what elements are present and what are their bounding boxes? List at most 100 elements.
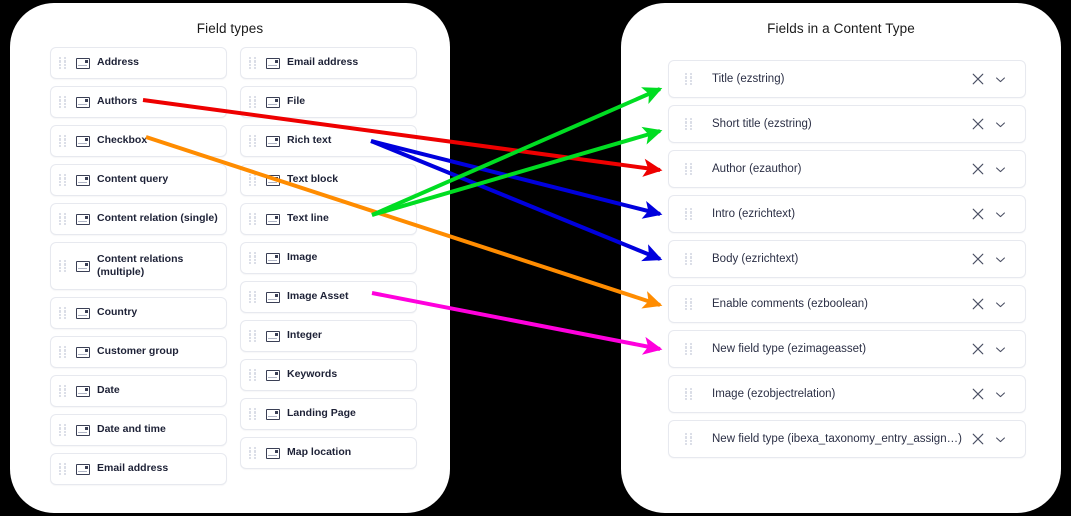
chevron-down-icon[interactable] <box>989 428 1011 450</box>
drag-handle-icon[interactable] <box>249 134 258 148</box>
drag-handle-icon[interactable] <box>685 297 694 311</box>
drag-handle-icon[interactable] <box>59 345 68 359</box>
content-type-field-row[interactable]: Body (ezrichtext) <box>668 240 1026 278</box>
close-icon[interactable] <box>967 113 989 135</box>
field-type-item[interactable]: Image <box>240 242 417 274</box>
field-icon <box>76 135 90 147</box>
drag-handle-icon[interactable] <box>249 56 258 70</box>
field-type-item[interactable]: Content query <box>50 164 227 196</box>
drag-handle-icon[interactable] <box>685 387 694 401</box>
field-type-label: Image Asset <box>287 290 349 303</box>
drag-handle-icon[interactable] <box>685 207 694 221</box>
content-type-field-row[interactable]: New field type (ibexa_taxonomy_entry_ass… <box>668 420 1026 458</box>
drag-handle-icon[interactable] <box>249 446 258 460</box>
chevron-down-icon[interactable] <box>989 248 1011 270</box>
content-type-fields-panel: Fields in a Content Type Title (ezstring… <box>621 3 1061 513</box>
field-type-item[interactable]: Content relation (single) <box>50 203 227 235</box>
drag-handle-icon[interactable] <box>249 173 258 187</box>
field-type-item[interactable]: Map location <box>240 437 417 469</box>
chevron-down-icon[interactable] <box>989 293 1011 315</box>
drag-handle-icon[interactable] <box>249 290 258 304</box>
close-icon[interactable] <box>967 158 989 180</box>
drag-handle-icon[interactable] <box>685 252 694 266</box>
chevron-down-icon[interactable] <box>989 383 1011 405</box>
field-type-label: Address <box>97 56 140 69</box>
drag-handle-icon[interactable] <box>685 117 694 131</box>
drag-handle-icon[interactable] <box>685 72 694 86</box>
close-icon[interactable] <box>967 338 989 360</box>
drag-handle-icon[interactable] <box>59 173 68 187</box>
field-type-item[interactable]: Rich text <box>240 125 417 157</box>
chevron-down-icon[interactable] <box>989 158 1011 180</box>
field-type-item[interactable]: Image Asset <box>240 281 417 313</box>
field-type-label: Keywords <box>287 368 338 381</box>
chevron-down-icon[interactable] <box>989 68 1011 90</box>
chevron-down-icon[interactable] <box>989 113 1011 135</box>
drag-handle-icon[interactable] <box>59 384 68 398</box>
field-type-item[interactable]: Date <box>50 375 227 407</box>
field-icon <box>76 307 90 319</box>
field-type-item[interactable]: File <box>240 86 417 118</box>
field-type-item[interactable]: Country <box>50 297 227 329</box>
drag-handle-icon[interactable] <box>685 432 694 446</box>
field-type-item[interactable]: Checkbox <box>50 125 227 157</box>
content-type-fields-list: Title (ezstring) Short title (ezstring) Au… <box>668 60 1026 465</box>
close-icon[interactable] <box>967 203 989 225</box>
field-type-label: Checkbox <box>97 134 148 147</box>
content-type-field-row[interactable]: New field type (ezimageasset) <box>668 330 1026 368</box>
field-type-item[interactable]: Landing Page <box>240 398 417 430</box>
drag-handle-icon[interactable] <box>59 423 68 437</box>
content-type-field-row[interactable]: Title (ezstring) <box>668 60 1026 98</box>
drag-handle-icon[interactable] <box>59 56 68 70</box>
field-icon <box>266 252 280 264</box>
close-icon[interactable] <box>967 383 989 405</box>
content-type-field-row[interactable]: Author (ezauthor) <box>668 150 1026 188</box>
drag-handle-icon[interactable] <box>59 462 68 476</box>
field-type-item[interactable]: Authors <box>50 86 227 118</box>
drag-handle-icon[interactable] <box>59 259 68 273</box>
field-icon <box>76 385 90 397</box>
content-type-field-row[interactable]: Short title (ezstring) <box>668 105 1026 143</box>
drag-handle-icon[interactable] <box>59 306 68 320</box>
field-type-item[interactable]: Content relations (multiple) <box>50 242 227 290</box>
close-icon[interactable] <box>967 248 989 270</box>
chevron-down-icon[interactable] <box>989 203 1011 225</box>
field-type-item[interactable]: Date and time <box>50 414 227 446</box>
chevron-down-icon[interactable] <box>989 338 1011 360</box>
field-type-label: Country <box>97 306 138 319</box>
close-icon[interactable] <box>967 68 989 90</box>
drag-handle-icon[interactable] <box>249 407 258 421</box>
drag-handle-icon[interactable] <box>249 95 258 109</box>
drag-handle-icon[interactable] <box>249 368 258 382</box>
field-type-item[interactable]: Customer group <box>50 336 227 368</box>
field-type-item[interactable]: Integer <box>240 320 417 352</box>
drag-handle-icon[interactable] <box>685 342 694 356</box>
close-icon[interactable] <box>967 428 989 450</box>
field-type-item[interactable]: Email address <box>50 453 227 485</box>
field-icon <box>266 291 280 303</box>
field-icon <box>266 135 280 147</box>
field-type-item[interactable]: Text line <box>240 203 417 235</box>
content-type-field-row[interactable]: Intro (ezrichtext) <box>668 195 1026 233</box>
drag-handle-icon[interactable] <box>249 329 258 343</box>
field-type-label: Customer group <box>97 345 179 358</box>
drag-handle-icon[interactable] <box>249 251 258 265</box>
drag-handle-icon[interactable] <box>59 212 68 226</box>
field-type-item[interactable]: Email address <box>240 47 417 79</box>
field-type-label: Content query <box>97 173 169 186</box>
content-type-field-row[interactable]: Image (ezobjectrelation) <box>668 375 1026 413</box>
close-icon[interactable] <box>967 293 989 315</box>
drag-handle-icon[interactable] <box>685 162 694 176</box>
drag-handle-icon[interactable] <box>59 95 68 109</box>
field-type-item[interactable]: Text block <box>240 164 417 196</box>
field-type-item[interactable]: Address <box>50 47 227 79</box>
field-icon <box>76 260 90 272</box>
field-type-label: Date and time <box>97 423 166 436</box>
content-type-field-row[interactable]: Enable comments (ezboolean) <box>668 285 1026 323</box>
drag-handle-icon[interactable] <box>59 134 68 148</box>
field-type-item[interactable]: Keywords <box>240 359 417 391</box>
drag-handle-icon[interactable] <box>249 212 258 226</box>
